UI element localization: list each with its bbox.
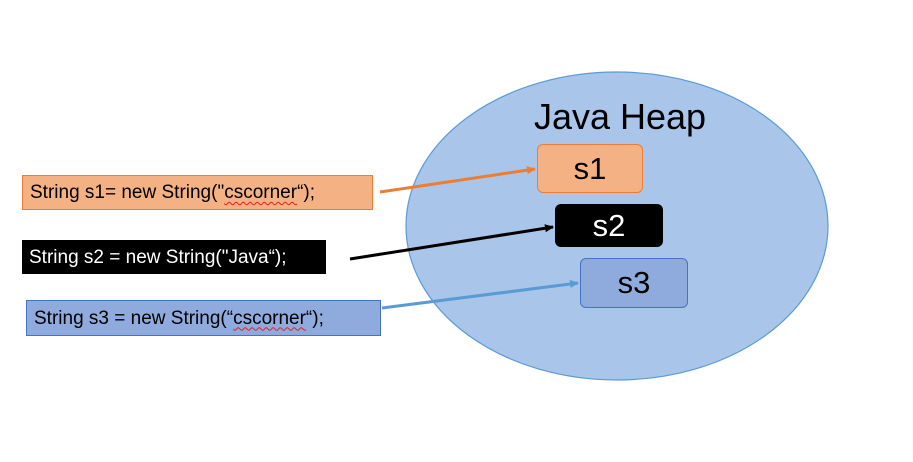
statement-s3-prefix: String s3 = new String(“ — [34, 307, 234, 329]
heap-object-s3: s3 — [580, 258, 688, 308]
statement-s2: String s2 = new String("Java“); — [22, 240, 326, 274]
heap-object-s2: s2 — [555, 204, 663, 247]
statement-s1-literal: cscorner — [224, 182, 298, 203]
statement-s1-suffix: “); — [297, 182, 315, 203]
arrow-s2 — [349, 224, 554, 261]
heap-object-s1: s1 — [537, 144, 643, 193]
heap-title: Java Heap — [533, 96, 707, 137]
statement-s2-text: String s2 = new String("Java“); — [29, 246, 287, 268]
arrow-s1 — [379, 166, 536, 194]
statement-s3-suffix: “); — [305, 307, 324, 329]
statement-s1: String s1= new String("cscorner“); — [22, 175, 373, 210]
statement-s3-literal: cscorner — [233, 307, 306, 329]
statement-s1-prefix: String s1= new String(" — [30, 182, 225, 203]
statement-s3: String s3 = new String(“cscorner“); — [26, 300, 381, 336]
arrow-s3 — [381, 280, 579, 310]
